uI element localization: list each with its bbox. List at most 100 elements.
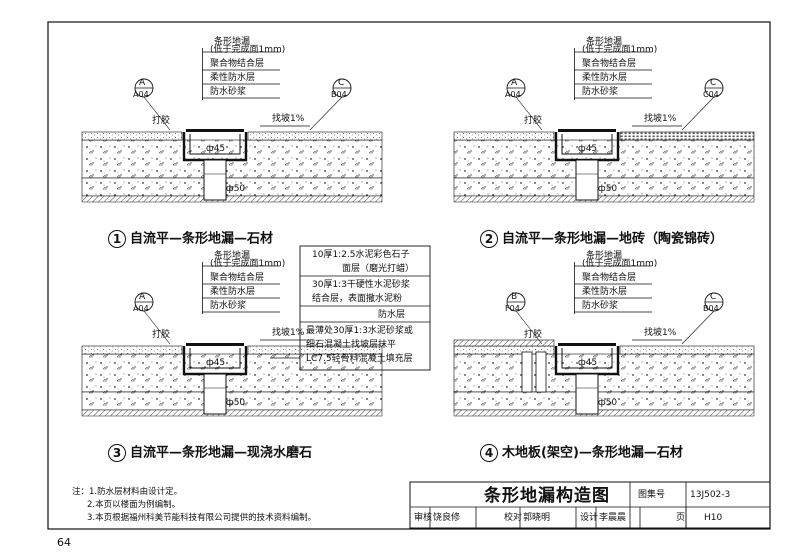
caption-number: 1 [108,230,126,248]
drawing-title: 条形地漏构造图 [484,486,610,506]
caption-text: 木地板(架空)—条形地漏—石材 [502,445,683,461]
reviewer-name: 饶良修 [433,513,461,523]
spec-line: 面层（磨光打蜡） [342,264,415,274]
ref-right-top: C [710,292,717,302]
note-line: 注：1.防水层材料由设计定。 [72,487,183,497]
title-block-grid [410,482,770,528]
drain-insert [189,348,241,369]
leader-vertical [574,48,575,100]
drain-note: (低于完成面1mm) [582,45,658,55]
concrete-fill-layer [453,139,755,179]
layer-label: 防水砂浆 [210,87,247,97]
atlas-number: 13J502-3 [690,490,731,500]
drain-grate [186,343,244,346]
slab-base-hatch [81,409,383,417]
outlet-pipe [575,159,599,201]
layer-label: 聚合物结合层 [582,273,637,283]
layer-label: 聚合物结合层 [210,59,265,69]
drain-grate [558,343,616,346]
leader-vertical [202,48,203,100]
slab-base-hatch [81,195,383,203]
drain-grate [186,129,244,132]
spec-line: 防水层 [378,310,406,320]
drain-title: 条形地漏 [586,37,623,47]
layer-label: 柔性防水层 [210,73,256,83]
leader-vertical [574,262,575,314]
spec-line: 细石混凝土找坡层抹平 [306,340,397,350]
timber-joist [535,351,547,393]
ref-right-top: C [338,78,345,88]
ref-right-top: C [710,78,717,88]
drain-diameter: ф45 [578,144,598,154]
glue-label: 打胶 [152,330,171,340]
leader-lines [202,51,280,99]
drain-note: (低于完成面1mm) [210,45,286,55]
slope-label: 找坡1% [644,328,677,338]
leader-lines [574,51,652,99]
outlet-pipe [575,373,599,415]
outlet-pipe [203,373,227,415]
drain-insert [561,134,613,155]
atlas-label: 图集号 [638,490,666,500]
note-line: 3.本页根据福州科美节能科技有限公司提供的技术资料编制。 [87,513,317,523]
drain-note: (低于完成面1mm) [210,259,286,269]
layer-label: 柔性防水层 [210,287,256,297]
drain-insert [189,134,241,155]
layer-label: 聚合物结合层 [582,59,637,69]
drain-title: 条形地漏 [586,251,623,261]
caption-text: 自流平—条形地漏—石材 [130,231,274,247]
ref-left-bottom: A04 [133,304,149,313]
ref-left-top: A [139,292,146,302]
title-block-frame [409,481,771,529]
spec-dividers [300,275,430,323]
timber-joist [521,351,533,393]
designer-name: 李晨晨 [599,513,627,523]
concrete-fill-layer [81,139,383,179]
glue-label: 打胶 [524,330,543,340]
caption-number: 2 [480,230,498,248]
slope-label: 找坡1% [272,328,305,338]
drain-title: 条形地漏 [214,251,251,261]
drain-note: (低于完成面1mm) [582,259,658,269]
finish-layer [247,131,383,141]
review-label: 审核 [414,513,433,523]
pipe-diameter: ф50 [598,398,618,408]
ref-right-bottom: C04 [703,90,719,99]
ref-left-bottom: A04 [133,90,149,99]
ref-leader [515,310,543,345]
self-leveling-layer [453,131,555,141]
caption-text: 自流平—条形地漏—地砖（陶瓷锦砖） [502,231,724,247]
spec-line: 结合层，表面撒水泥粉 [312,294,403,304]
spec-line: 最薄处30厚1:3水泥砂浆或 [306,326,413,336]
slab-base-hatch [453,195,755,203]
drain-diameter: ф45 [206,144,226,154]
ref-right-bottom: B04 [703,304,719,313]
design-label: 设计 [580,513,599,523]
self-leveling-layer [81,345,183,355]
ref-leader [309,96,343,131]
ref-leader [515,96,543,131]
layer-label: 防水砂浆 [582,301,619,311]
pipe-diameter: ф50 [598,184,618,194]
leader-lines [202,265,280,313]
layer-spec-table: 10厚1:2.5水泥彩色石子 面层（磨光打蜡） 30厚1:3干硬性水泥砂浆 结合… [300,248,430,366]
slope-label: 找坡1% [644,114,677,124]
caption-text: 自流平—条形地漏—现浇水磨石 [130,445,313,461]
leader-lines [574,265,652,313]
note-line: 2.本页以楼面为例编制。 [87,500,181,510]
drain-insert [561,348,613,369]
finish-layer [619,345,755,355]
page-number: 64 [57,536,71,549]
check-label: 校对 [504,513,523,523]
outlet-pipe [203,159,227,201]
drain-diameter: ф45 [206,358,226,368]
spec-line: LC7.5轻骨料混凝土填充层 [306,354,413,364]
glue-label: 打胶 [152,116,171,126]
layer-label: 防水砂浆 [210,301,247,311]
